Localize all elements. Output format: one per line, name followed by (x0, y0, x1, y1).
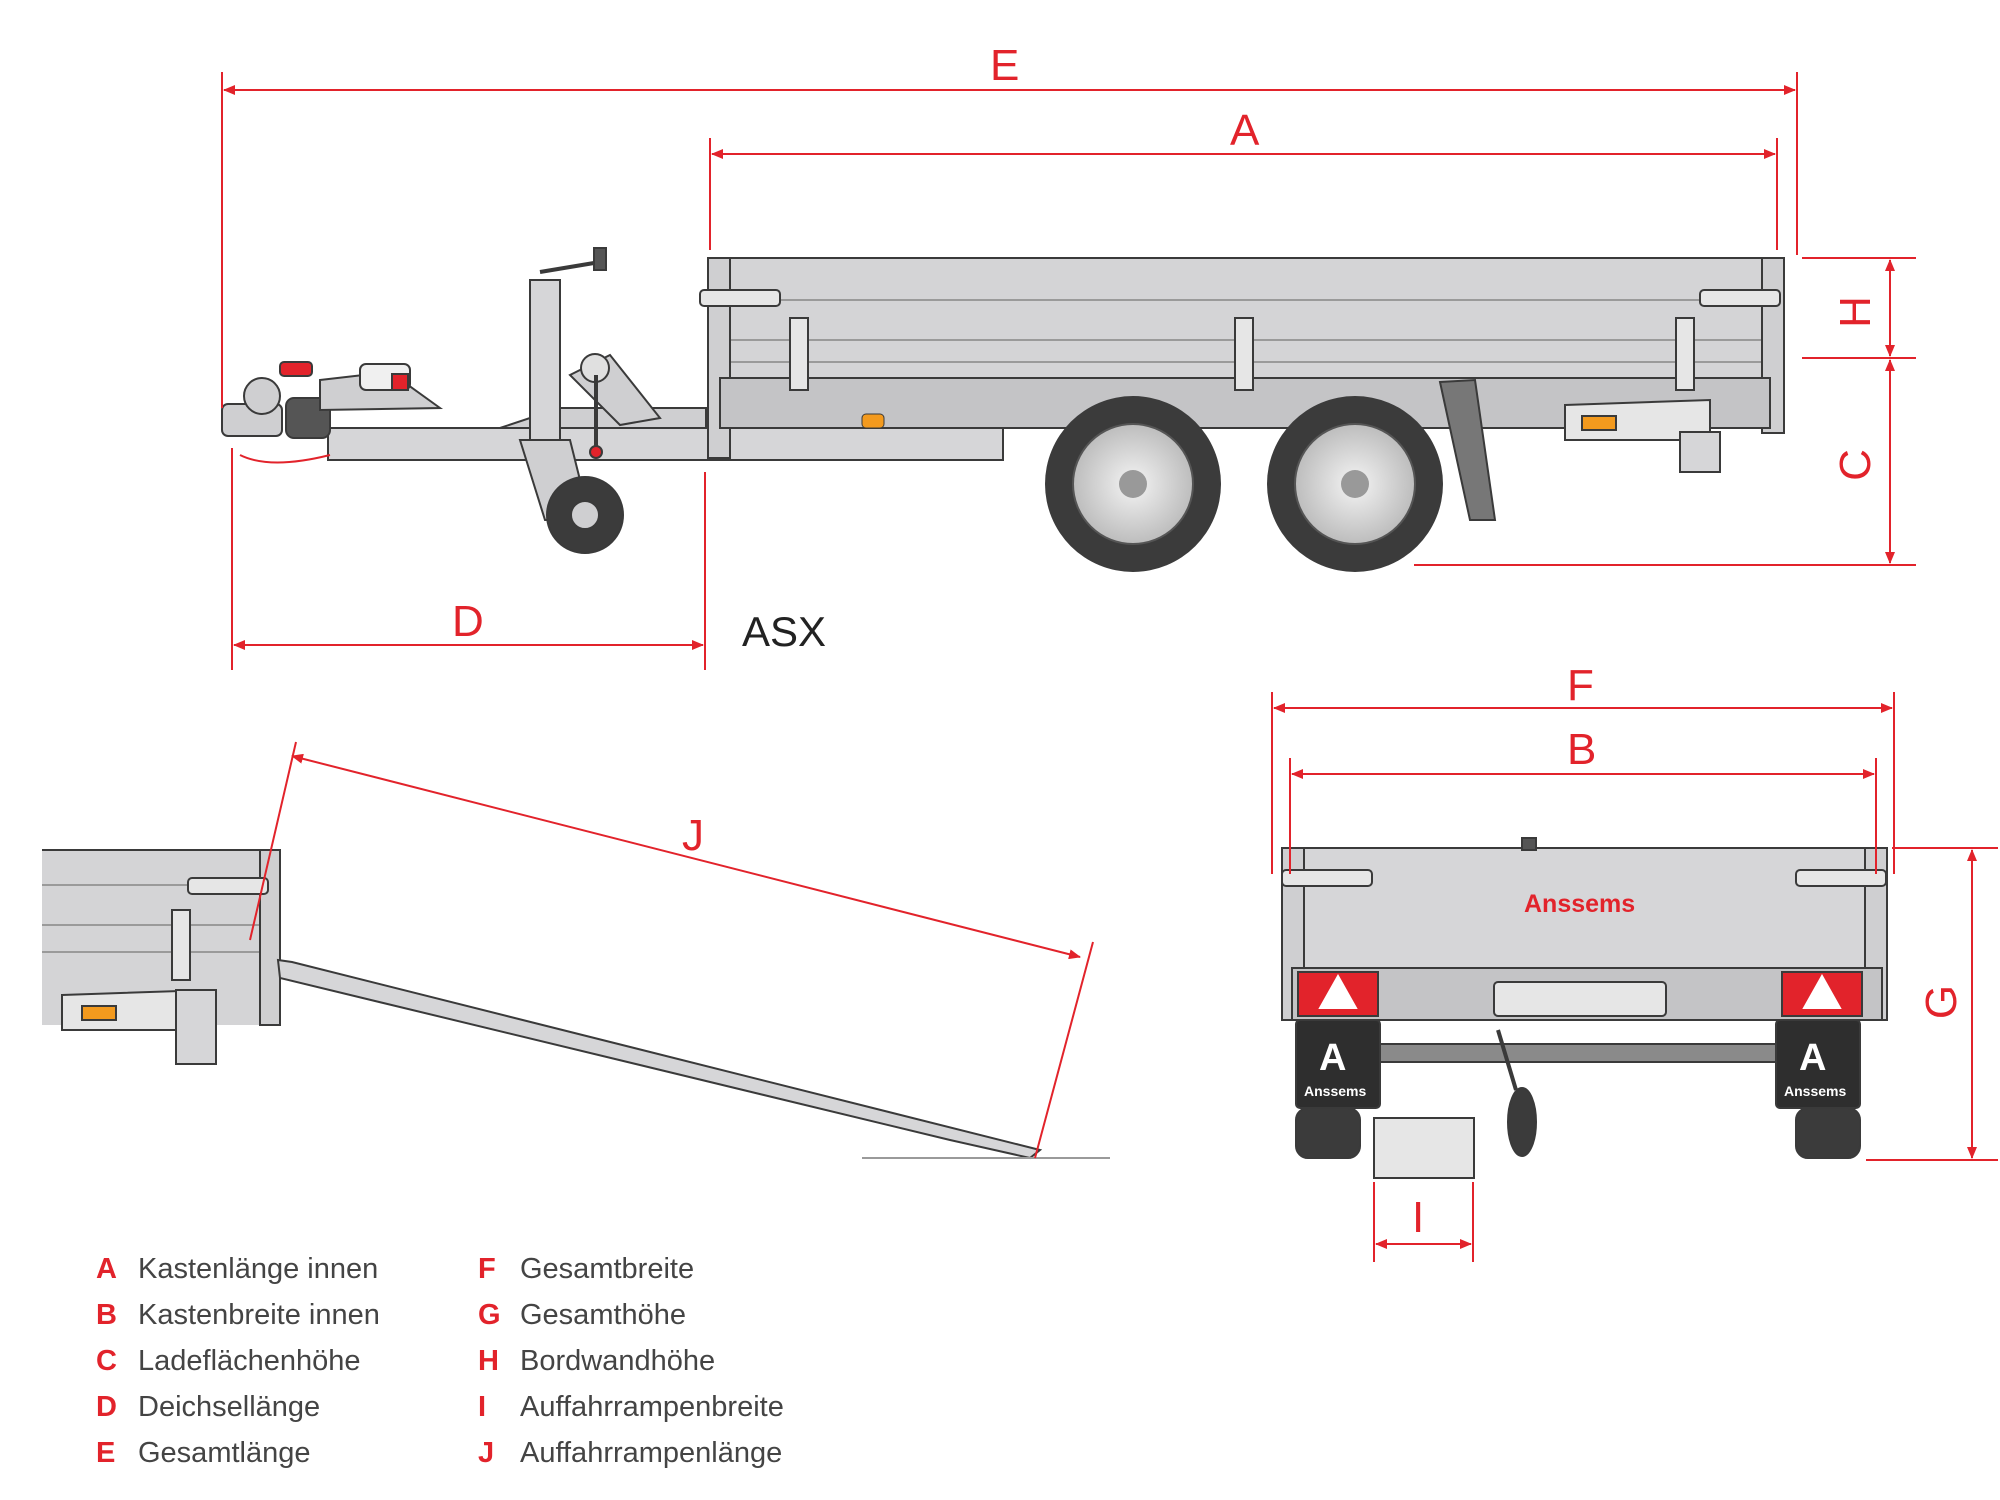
legend-text: Bordwandhöhe (520, 1344, 716, 1377)
legend-item-g: G Gesamthöhe (478, 1292, 686, 1338)
dim-label-g: G (1917, 985, 1966, 1019)
legend-text: Gesamtbreite (520, 1252, 695, 1285)
legend-text: Kastenlänge innen (138, 1252, 379, 1285)
legend-item-h: H Bordwandhöhe (478, 1338, 715, 1384)
legend-item-c: C Ladeflächenhöhe (96, 1338, 361, 1384)
legend-letter: B (96, 1298, 117, 1331)
hitch-coupling (221, 361, 444, 464)
ramp-view (42, 849, 1110, 1160)
jockey-wheel (518, 247, 624, 554)
rear-light-assembly (1564, 398, 1721, 473)
mudflap-right-brand: Anssems (1784, 1083, 1846, 1099)
ramp-end-view (1373, 1117, 1475, 1179)
dim-label-i: I (1412, 1193, 1424, 1242)
dim-label-c: C (1831, 449, 1880, 481)
legend-text: Gesamthöhe (520, 1298, 687, 1331)
side-reflector (861, 413, 885, 429)
handbrake (568, 353, 662, 459)
rear-dimensions (1271, 692, 1998, 1262)
mudflap-right-letter: A (1799, 1037, 1826, 1079)
brand-logo: Anssems (1524, 890, 1635, 918)
legend-item-j: J Auffahrrampenlänge (478, 1430, 782, 1476)
side-dimensions (221, 72, 1916, 670)
dim-label-b: B (1567, 725, 1596, 774)
legend-text: Gesamtlänge (138, 1436, 311, 1469)
side-view: ASX (221, 247, 1785, 655)
legend-letter: A (96, 1252, 117, 1285)
dim-label-d: D (452, 597, 484, 646)
legend-item-d: D Deichsellänge (96, 1384, 320, 1430)
legend-letter: G (478, 1298, 501, 1331)
legend-text: Kastenbreite innen (138, 1298, 380, 1331)
dim-label-j: J (682, 811, 704, 860)
loading-ramp (276, 958, 1043, 1160)
legend-item-i: I Auffahrrampenbreite (478, 1384, 784, 1430)
dim-label-a: A (1230, 106, 1260, 155)
legend-item-b: B Kastenbreite innen (96, 1292, 380, 1338)
legend-text: Deichsellänge (138, 1390, 321, 1423)
legend-letter: I (478, 1390, 487, 1423)
legend-letter: J (478, 1436, 495, 1469)
legend-text: Ladeflächenhöhe (138, 1344, 361, 1377)
mudflap-left-letter: A (1319, 1037, 1346, 1079)
legend-letter: F (478, 1252, 496, 1285)
dim-label-h: H (1831, 296, 1880, 328)
mudguard (1438, 378, 1497, 521)
legend-letter: E (96, 1436, 116, 1469)
legend-letter: C (96, 1344, 117, 1377)
legend-item-a: A Kastenlänge innen (96, 1246, 378, 1292)
rear-view: Anssems A Anssems A Anssems (1281, 837, 1888, 1179)
legend-letter: H (478, 1344, 499, 1377)
legend-item-f: F Gesamtbreite (478, 1246, 694, 1292)
legend-text: Auffahrrampenbreite (520, 1390, 784, 1423)
model-label: ASX (742, 608, 826, 655)
wheel-rear (1267, 396, 1443, 572)
ramp-dimensions (249, 741, 1094, 1159)
mudflap-left-brand: Anssems (1304, 1083, 1366, 1099)
wheel-front (1045, 396, 1221, 572)
legend-text: Auffahrrampenlänge (520, 1436, 783, 1469)
legend-letter: D (96, 1390, 117, 1423)
dim-label-e: E (990, 41, 1019, 90)
dim-label-f: F (1567, 661, 1594, 710)
legend-item-e: E Gesamtlänge (96, 1430, 311, 1476)
